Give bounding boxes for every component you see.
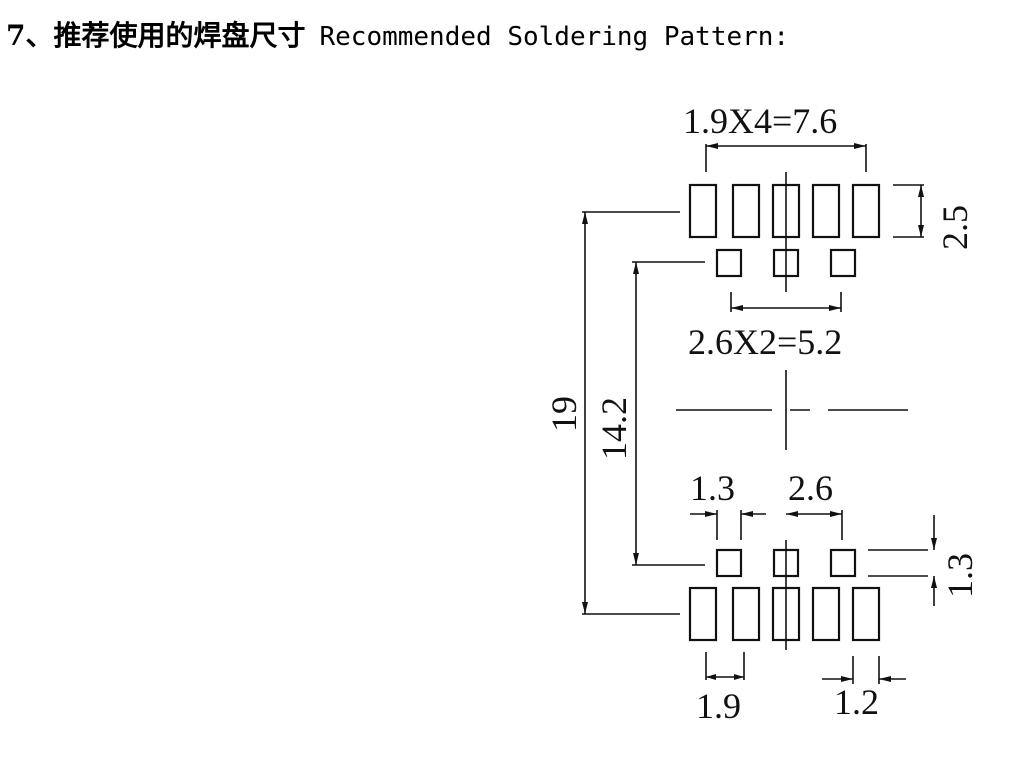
label-mid-pitch: 2.6X2=5.2: [688, 322, 842, 362]
section-heading: 7、推荐使用的焊盘尺寸 Recommended Soldering Patter…: [6, 14, 789, 58]
dim-small-pad-width: 1.3: [690, 468, 766, 540]
dim-mid-pitch: 2.6X2=5.2: [688, 292, 842, 362]
top-pad-4: [811, 183, 841, 239]
top-small-pad-3: [829, 248, 857, 278]
bottom-pad-2: [731, 586, 761, 642]
label-large-pad-width: 1.2: [834, 682, 879, 722]
dim-top-pad-height: 2.5: [893, 184, 975, 250]
dim-small-pad-height: 1.3: [868, 515, 980, 606]
label-small-pad-pitch: 2.6: [788, 468, 833, 508]
label-large-pad-pitch: 1.9: [696, 686, 741, 726]
bottom-small-pad-3: [829, 548, 857, 578]
bottom-pad-1: [688, 586, 718, 642]
center-lines: [676, 172, 908, 650]
heading-chinese: 7、推荐使用的焊盘尺寸: [6, 19, 306, 52]
label-small-pad-width: 1.3: [690, 468, 735, 508]
dim-overall-length: 19: [544, 211, 680, 615]
bottom-small-pad-1: [715, 548, 743, 578]
dim-large-pad-pitch: 1.9: [696, 652, 745, 726]
heading-english: Recommended Soldering Pattern:: [319, 22, 790, 52]
top-large-pads: [688, 183, 881, 239]
dim-small-pad-pitch: 2.6: [786, 468, 843, 540]
bottom-large-pads: [688, 586, 881, 642]
label-top-pad-height: 2.5: [935, 205, 975, 250]
bottom-pad-4: [811, 586, 841, 642]
label-overall-length: 19: [544, 396, 584, 432]
top-small-pad-1: [715, 248, 743, 278]
dim-inner-length: 14.2: [594, 261, 705, 566]
label-small-pad-height: 1.3: [940, 553, 980, 598]
label-inner-length: 14.2: [594, 397, 634, 460]
label-top-pitch: 1.9X4=7.6: [683, 101, 837, 141]
top-pad-5: [851, 183, 881, 239]
top-pad-2: [731, 183, 761, 239]
dim-top-pitch: 1.9X4=7.6: [683, 101, 867, 172]
bottom-pad-5: [851, 586, 881, 642]
dim-large-pad-width: 1.2: [822, 656, 906, 722]
top-pad-1: [688, 183, 718, 239]
